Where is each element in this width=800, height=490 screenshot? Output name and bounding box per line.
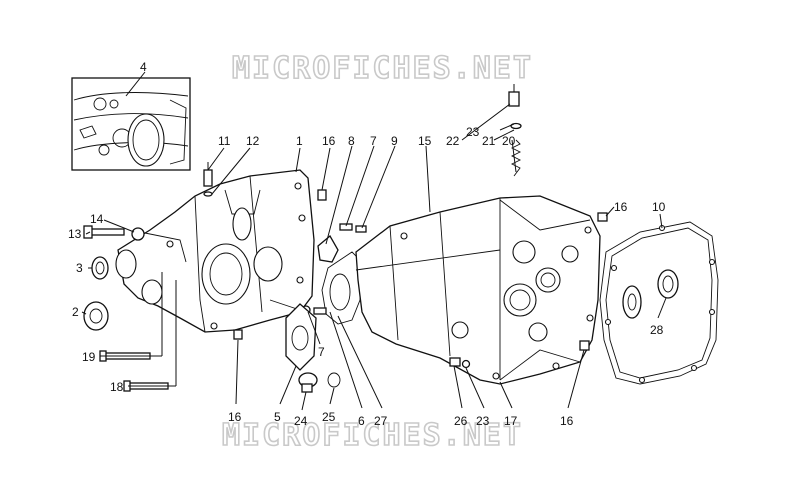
callout-20: 20 xyxy=(502,134,516,148)
callout-7-low: 7 xyxy=(318,345,325,359)
callout-23-low: 23 xyxy=(476,414,490,428)
callout-5: 5 xyxy=(274,410,281,424)
callout-25: 25 xyxy=(322,410,336,424)
plug-16-b xyxy=(597,212,608,222)
washer-23 xyxy=(461,359,471,369)
callout-9: 9 xyxy=(391,134,398,148)
callout-16-right: 16 xyxy=(614,200,628,214)
left-crankcase-half xyxy=(115,169,315,333)
callout-27: 27 xyxy=(374,414,388,428)
callout-7-top: 7 xyxy=(370,134,377,148)
callout-19: 19 xyxy=(82,350,96,364)
callout-18: 18 xyxy=(110,380,124,394)
callout-16-top: 16 xyxy=(322,134,336,148)
callout-28: 28 xyxy=(650,323,664,337)
callout-2: 2 xyxy=(72,305,79,319)
callout-14: 14 xyxy=(90,212,104,226)
callout-26: 26 xyxy=(454,414,468,428)
screw-26 xyxy=(449,357,461,367)
callout-1: 1 xyxy=(296,134,303,148)
callout-16-bottom: 16 xyxy=(560,414,574,428)
callout-3: 3 xyxy=(76,261,83,275)
plug-16-d xyxy=(579,340,590,351)
callout-labels: 4 11 12 1 16 8 7 9 15 22 23 21 20 16 10 … xyxy=(68,60,666,428)
watermark-top: MICROFICHES.NET xyxy=(232,51,533,86)
screw-9 xyxy=(355,225,367,233)
callout-16-left: 16 xyxy=(228,410,242,424)
screw-27 xyxy=(313,307,327,315)
o-ring-25 xyxy=(327,372,341,388)
bracket-8 xyxy=(317,235,339,263)
callout-4: 4 xyxy=(140,60,147,74)
oil-seal-3 xyxy=(91,256,109,280)
plug-16-c xyxy=(233,329,243,340)
callout-24: 24 xyxy=(294,414,308,428)
cover-plate-5 xyxy=(285,303,317,371)
nut-14 xyxy=(131,227,145,241)
screw-7 xyxy=(339,223,353,231)
callout-15: 15 xyxy=(418,134,432,148)
callout-12: 12 xyxy=(246,134,260,148)
plug-16-a xyxy=(317,189,327,201)
callout-8: 8 xyxy=(348,134,355,148)
callout-6: 6 xyxy=(358,414,365,428)
plug-24 xyxy=(298,372,318,393)
cover-gasket xyxy=(599,221,719,385)
bearing-set-28 xyxy=(622,269,679,319)
callout-22: 22 xyxy=(446,134,460,148)
middle-gasket xyxy=(321,251,363,325)
callout-13: 13 xyxy=(68,227,82,241)
leader-lines xyxy=(81,71,667,411)
callout-11: 11 xyxy=(218,134,231,148)
right-gearbox-case xyxy=(355,195,601,385)
callout-21: 21 xyxy=(482,134,496,148)
inset-detail xyxy=(71,77,191,171)
callout-17: 17 xyxy=(504,414,518,428)
callout-10: 10 xyxy=(652,200,666,214)
bearing-2 xyxy=(83,301,109,331)
watermark-bottom: MICROFICHES.NET xyxy=(222,418,523,453)
callout-23-top: 23 xyxy=(466,125,480,139)
